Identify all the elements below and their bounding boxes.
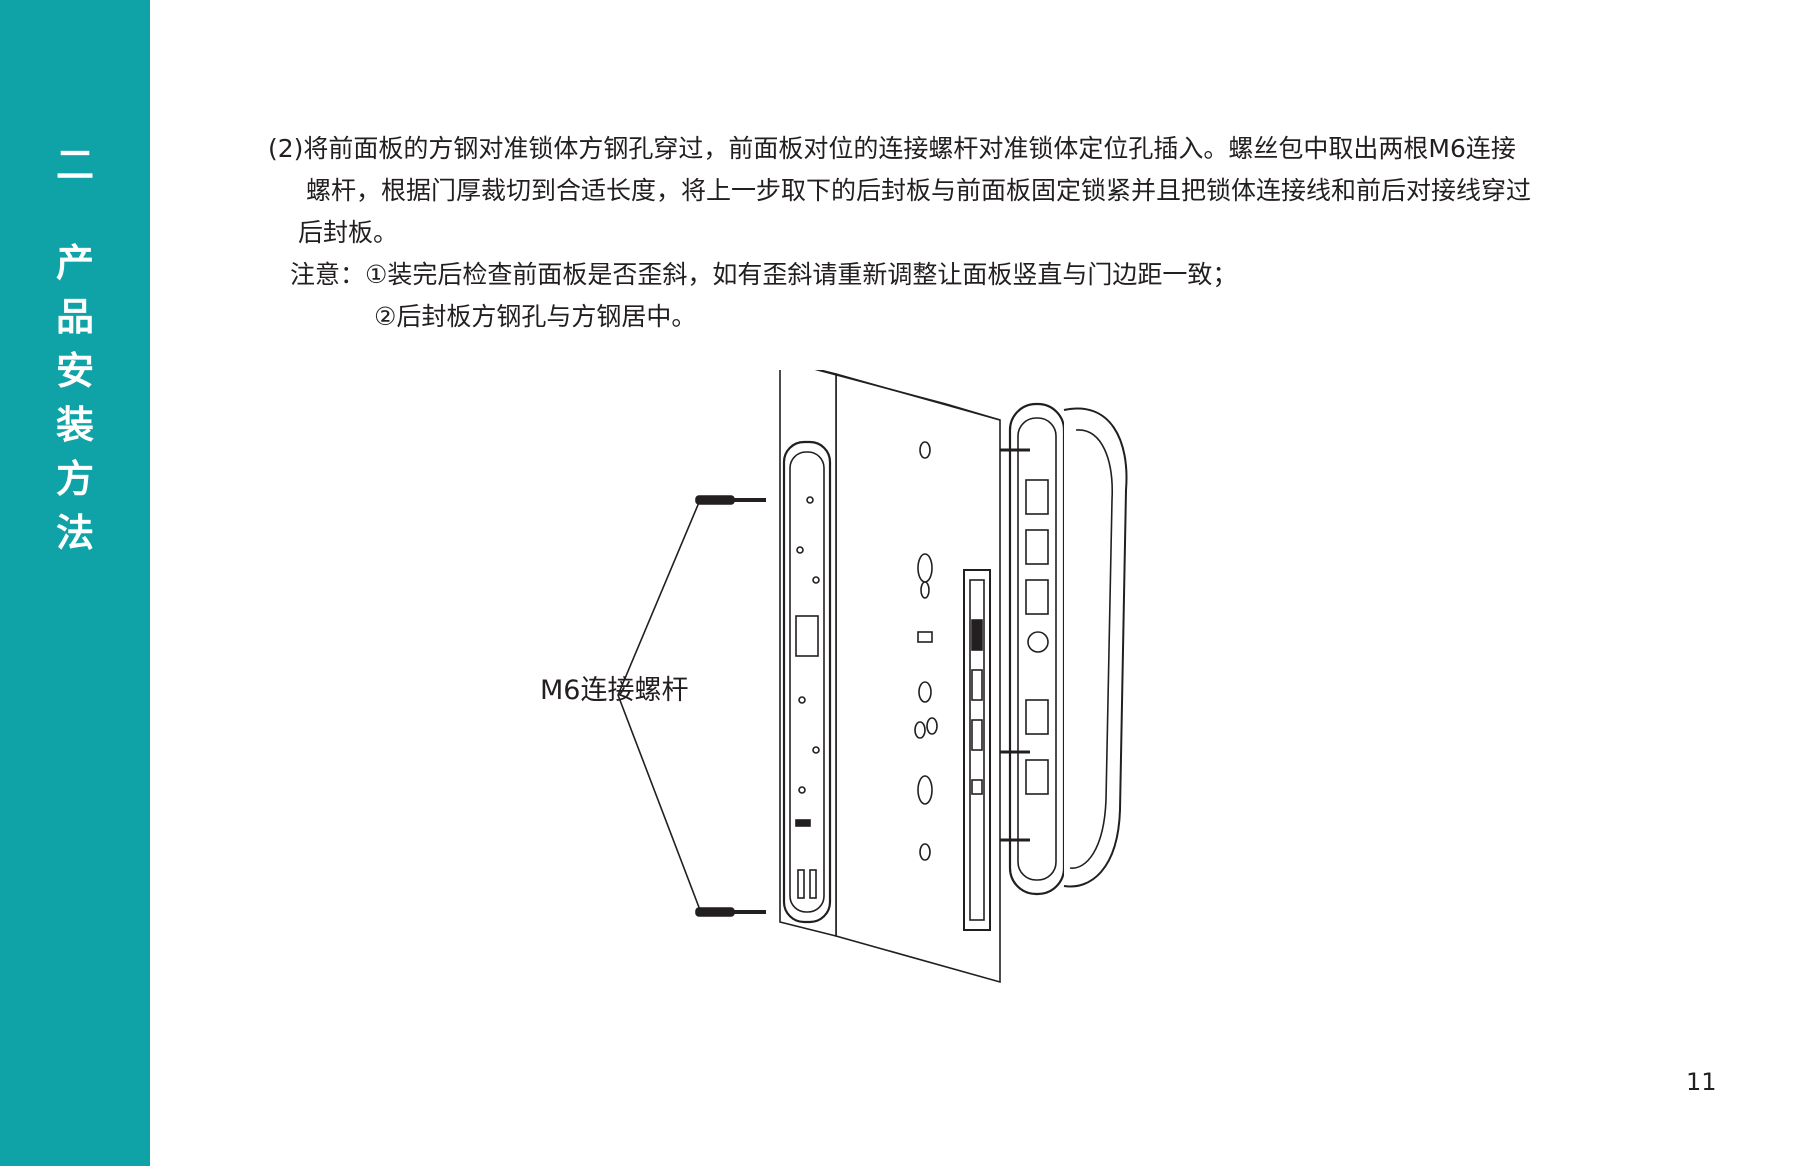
chapter-title-char: 法 [55,511,94,555]
callout-leader-lines [617,499,701,911]
lock-body [963,569,991,931]
lock-installation-diagram [617,370,1128,984]
rear-handle-plate [1000,402,1128,896]
chapter-title-char: 装 [55,403,94,447]
chapter-title-char: 方 [55,457,94,501]
note-line-2: ②后封板方钢孔与方钢居中。 [374,302,697,331]
step-line-3: 后封板。 [298,218,399,247]
front-panel [782,440,832,924]
step-line-2: 螺杆，根据门厚裁切到合适长度，将上一步取下的后封板与前面板固定锁紧并且把锁体连接… [306,176,1532,205]
chapter-sidebar: 二 产 品 安 装 方 法 [0,0,150,1166]
page-number: 11 [1686,1068,1717,1096]
chapter-title-char: 安 [55,349,94,393]
note-line-1: 注意：①装完后检查前面板是否歪斜，如有歪斜请重新调整让面板竖直与门边距一致； [290,260,1238,289]
chapter-title-char: 产 [55,241,94,285]
step-line-1: (2)将前面板的方钢对准锁体方钢孔穿过，前面板对位的连接螺杆对准锁体定位孔插入。… [268,134,1516,163]
chapter-title-char: 品 [55,295,94,339]
instruction-text: (2)将前面板的方钢对准锁体方钢孔穿过，前面板对位的连接螺杆对准锁体定位孔插入。… [268,128,1668,338]
screw-top [695,495,766,505]
chapter-title: 二 产 品 安 装 方 法 [0,138,150,560]
m6-bolt-callout: M6连接螺杆 [540,675,689,706]
door-holes [914,441,938,861]
chapter-number: 二 [55,143,94,187]
screw-bottom [695,907,766,917]
